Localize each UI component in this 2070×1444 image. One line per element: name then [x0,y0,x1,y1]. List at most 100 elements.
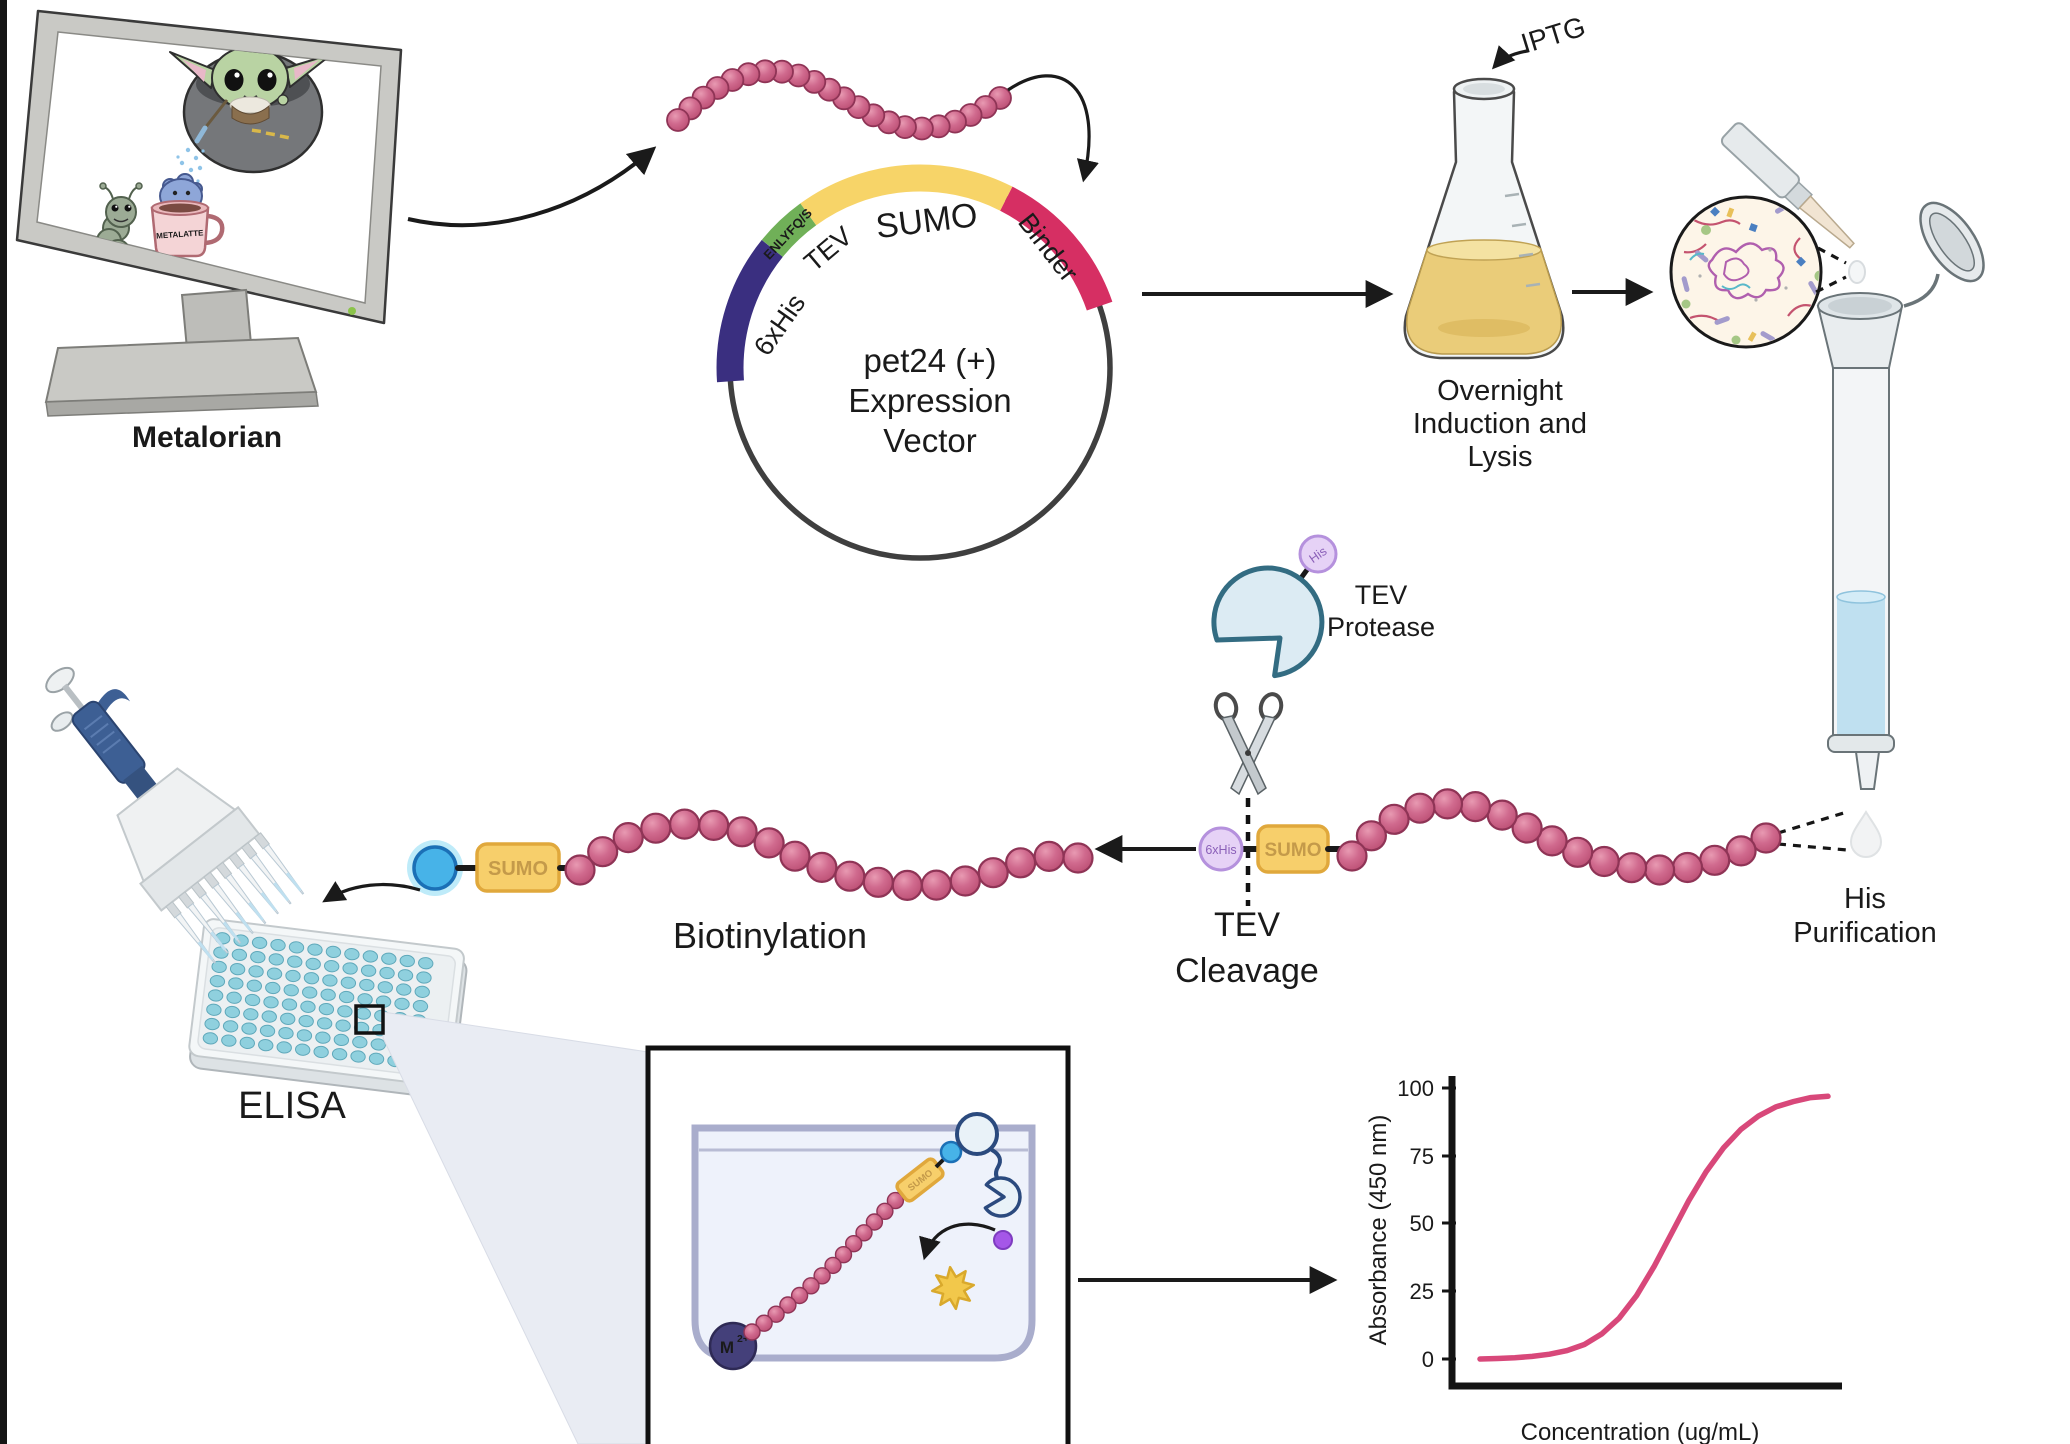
ytick-100: 100 [1397,1076,1434,1101]
plate-well [318,1002,335,1016]
plate-well [394,997,410,1010]
tip-liquid [235,911,252,931]
plate-well [266,967,283,980]
protein-bead [779,840,811,872]
protein-bead [876,1202,894,1221]
finger-hook [96,689,131,714]
construct-sumo-label: SUMO [1265,840,1322,861]
plate-well [416,971,432,984]
plate-well [342,962,358,975]
protein-bead [1033,840,1065,873]
protein-bead [886,1191,905,1210]
plate-well [239,1036,255,1050]
tip-liquid [260,891,277,912]
grogu-collar [229,96,271,114]
cleavage-label-1: TEV [1214,906,1280,944]
arrow-to-elisa [322,881,421,903]
signal-star [930,1265,976,1311]
chart-axes [1448,1076,1842,1390]
plate-well [381,952,397,965]
purified-construct: 6xHis SUMO [1094,788,1782,886]
chart-ylabel: Absorbance (450 nm) [1365,1115,1392,1346]
lysate-circle [1669,195,1823,349]
segment-6xhis [716,239,783,383]
protein-bead [779,1296,797,1314]
protein-bead [1336,840,1368,872]
plate-well [352,1036,368,1049]
lysate-contents [1681,203,1819,345]
pipette-tips [165,832,305,964]
plasmid-name-3: Vector [883,422,977,459]
arrow-monitor-to-gene [407,146,657,228]
elisa-chart: Absorbance (450 nm) 100 75 50 25 0 Conce… [1365,1076,1842,1444]
grogu-left-ear-inner [182,59,206,82]
biotinylation-label: Biotinylation [673,915,867,956]
segment-binder [999,186,1113,311]
plate-well [325,945,342,959]
mug-handle [204,213,225,246]
flask-liquid [1406,249,1562,355]
pram-markings [251,128,290,140]
column-collar [1827,734,1895,753]
column-cap [1919,201,1985,283]
plate-well [360,964,377,977]
metal-charge: 2+ [737,1333,749,1345]
protein-bead [1511,812,1543,844]
grogu-hand [277,94,289,106]
protein-bead [802,1277,820,1295]
plate-well [261,1010,277,1023]
plate-well [221,1034,237,1047]
eject-button [50,711,74,732]
ytick-75: 75 [1410,1144,1434,1169]
biotin-ball [412,845,458,891]
protein-bead [1699,844,1731,876]
protein-bead [767,1305,785,1323]
plate-well [280,1012,296,1025]
segment-tev-enlyfq [761,203,817,258]
tev-protease-label-2: Protease [1327,612,1435,642]
plate-well [270,938,286,952]
plate-well [229,963,246,976]
plate-well [228,977,244,990]
metal-label: M [720,1338,734,1357]
tev-protease: His TEV Protease [1211,534,1435,679]
protein-bead [1404,792,1436,824]
monitor-base-front [45,391,319,417]
tip-liquid [273,882,290,902]
his-column: His Purification [1777,201,1985,949]
lysate-droplet [1848,260,1866,284]
mug-label: METALATTE [156,228,204,240]
monitor: METALATTE Metalorian [15,9,403,454]
chart-xlabel: Concentration (ug/mL) [1521,1419,1760,1444]
protein-bead [755,1314,773,1332]
monitor-caption: Metalorian [132,421,282,454]
power-led [348,307,356,315]
cap-hinge [1903,273,1940,308]
mug-body [150,206,210,258]
protein-bead [862,866,894,898]
plate-well [298,1014,314,1028]
protein-bead [1536,825,1568,857]
biotinylated-construct: SUMO Biotinylation [322,808,1094,956]
highlight-well-square [354,1004,385,1035]
plate-well [397,969,414,982]
protein-bead [666,108,690,132]
plate-well [250,951,266,964]
plate-well [359,978,375,992]
plate-well [362,950,379,963]
protein-bead [668,808,701,840]
plate-well [305,957,321,971]
purification-label-1: His [1844,883,1886,915]
protein-bead [824,1256,842,1275]
biotin-sumo-label: SUMO [488,858,548,880]
protein-bead [1486,799,1518,831]
plate-well [338,990,355,1004]
plate-well [335,1019,351,1032]
plate-well [259,1024,276,1037]
plate-well [206,1003,222,1016]
grogu-right-eye [257,69,277,91]
plate-well [414,985,430,998]
plate-well [340,976,357,989]
plate-well [337,1005,353,1018]
protein-bead [587,836,619,868]
